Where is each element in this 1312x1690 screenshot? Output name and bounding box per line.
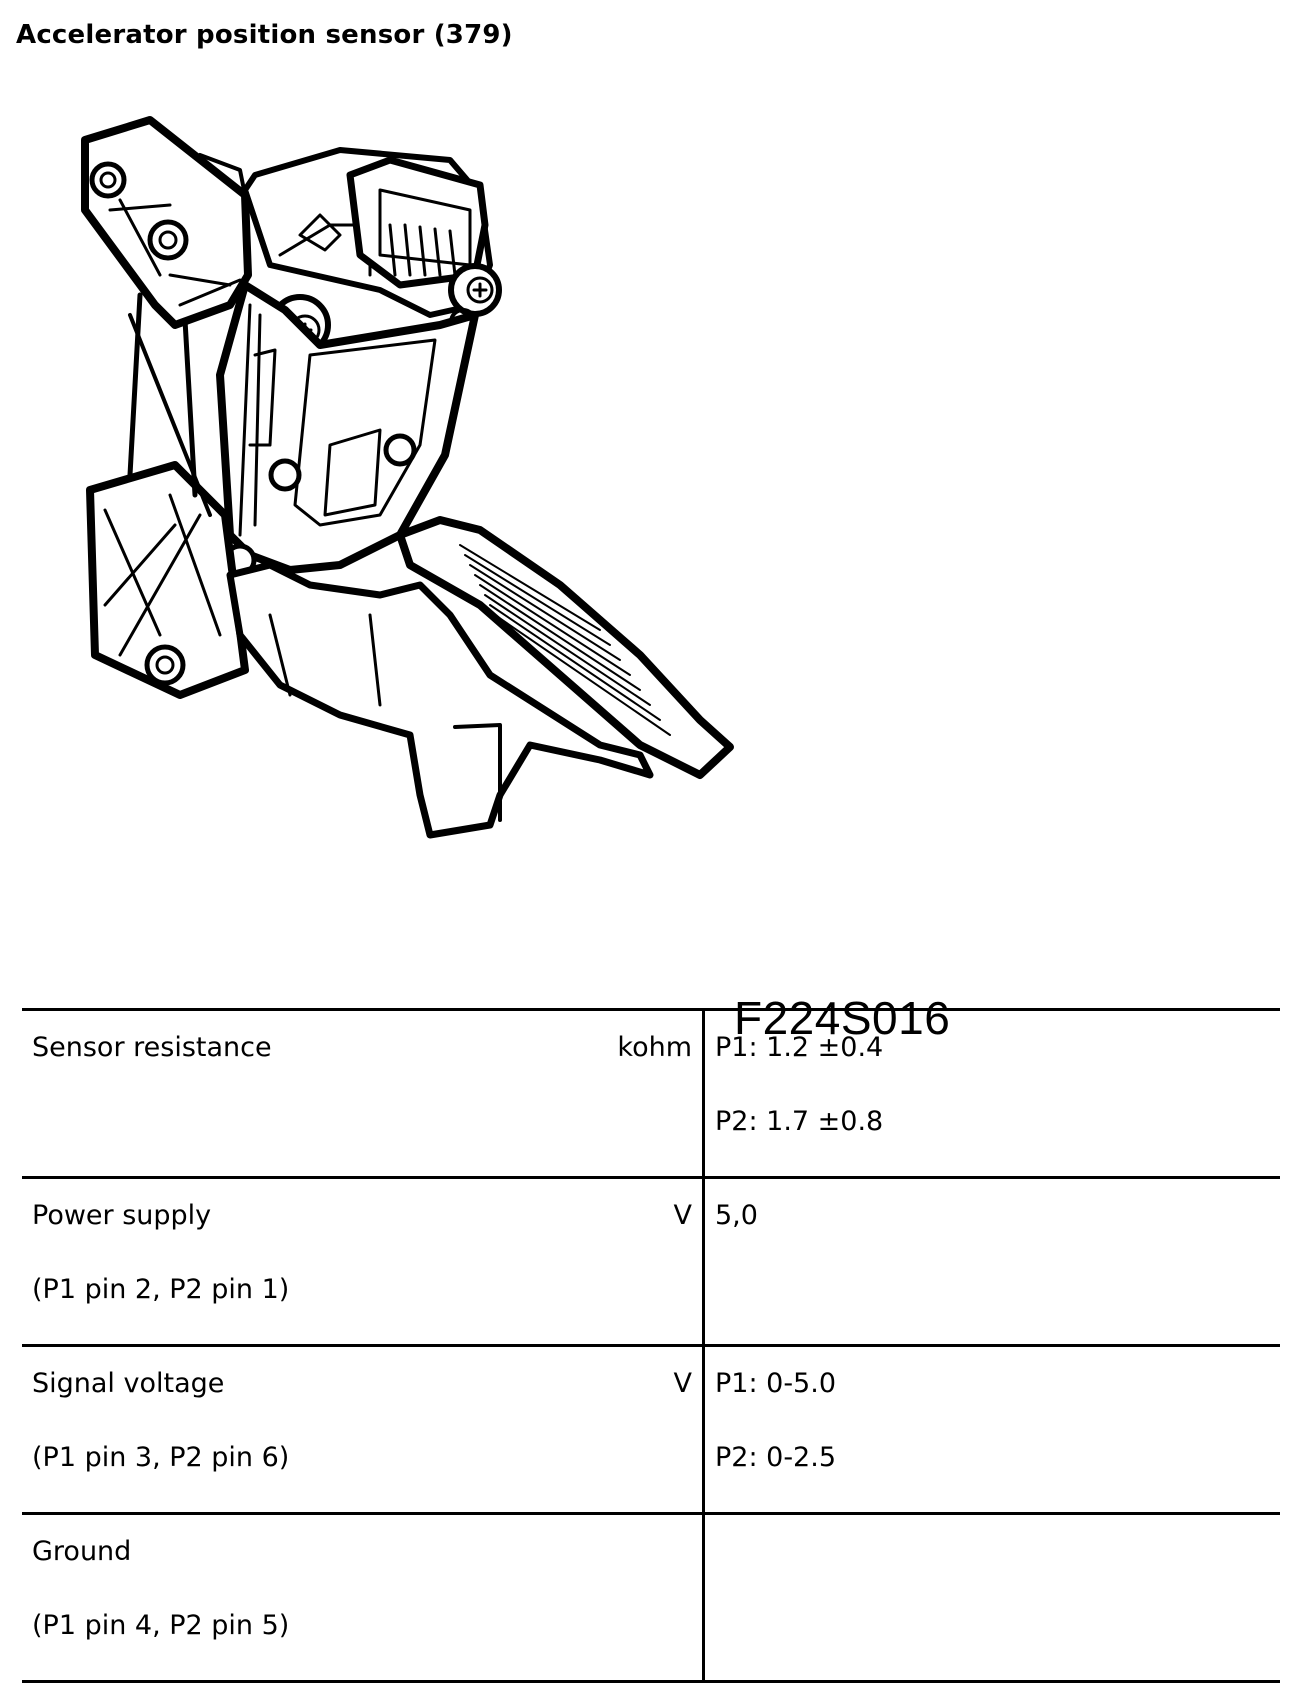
param-pins: (P1 pin 4, P2 pin 5) xyxy=(32,1610,290,1641)
value-line: P1: 0-5.0 xyxy=(715,1368,836,1399)
param-cell: Power supply (P1 pin 2, P2 pin 1) V xyxy=(22,1177,705,1346)
value-line: 5,0 xyxy=(715,1200,758,1231)
param-pins: (P1 pin 2, P2 pin 1) xyxy=(32,1274,290,1305)
param-cell: Signal voltage (P1 pin 3, P2 pin 6) V xyxy=(22,1345,705,1514)
param-label: Power supply xyxy=(32,1200,212,1231)
param-pins: (P1 pin 3, P2 pin 6) xyxy=(32,1442,290,1473)
accelerator-pedal-figure: F224S016 xyxy=(80,115,950,1044)
unit-label: V xyxy=(673,1200,692,1231)
specification-table: Sensor resistance kohm P1: 1.2 ±0.4 P2: … xyxy=(22,1008,1280,1683)
unit-label: V xyxy=(673,1368,692,1399)
param-cell: Sensor resistance kohm xyxy=(22,1009,705,1178)
value-cell: P1: 0-5.0 P2: 0-2.5 xyxy=(704,1346,1281,1514)
param-cell: Ground (P1 pin 4, P2 pin 5) xyxy=(22,1513,705,1682)
param-label: Sensor resistance xyxy=(32,1032,272,1063)
value-cell: P1: 1.2 ±0.4 P2: 1.7 ±0.8 xyxy=(704,1010,1281,1178)
table-row: Signal voltage (P1 pin 3, P2 pin 6) V P1… xyxy=(22,1345,1281,1514)
param-label: Ground xyxy=(32,1536,132,1567)
value-line: P1: 1.2 ±0.4 xyxy=(715,1032,884,1063)
table-row: Power supply (P1 pin 2, P2 pin 1) V 5,0 xyxy=(22,1177,1281,1346)
value-cell: 5,0 xyxy=(704,1178,1281,1346)
page-title: Accelerator position sensor (379) xyxy=(16,20,513,50)
figure-code: F224S016 xyxy=(734,992,951,1044)
accelerator-pedal-icon xyxy=(81,116,734,839)
value-line: P2: 1.7 ±0.8 xyxy=(715,1106,884,1137)
param-label: Signal voltage xyxy=(32,1368,225,1399)
table-row: Ground (P1 pin 4, P2 pin 5) xyxy=(22,1513,1281,1682)
unit-label: kohm xyxy=(617,1032,692,1063)
table-row: Sensor resistance kohm P1: 1.2 ±0.4 P2: … xyxy=(22,1009,1281,1178)
value-line: P2: 0-2.5 xyxy=(715,1442,836,1473)
value-cell xyxy=(704,1514,1281,1682)
